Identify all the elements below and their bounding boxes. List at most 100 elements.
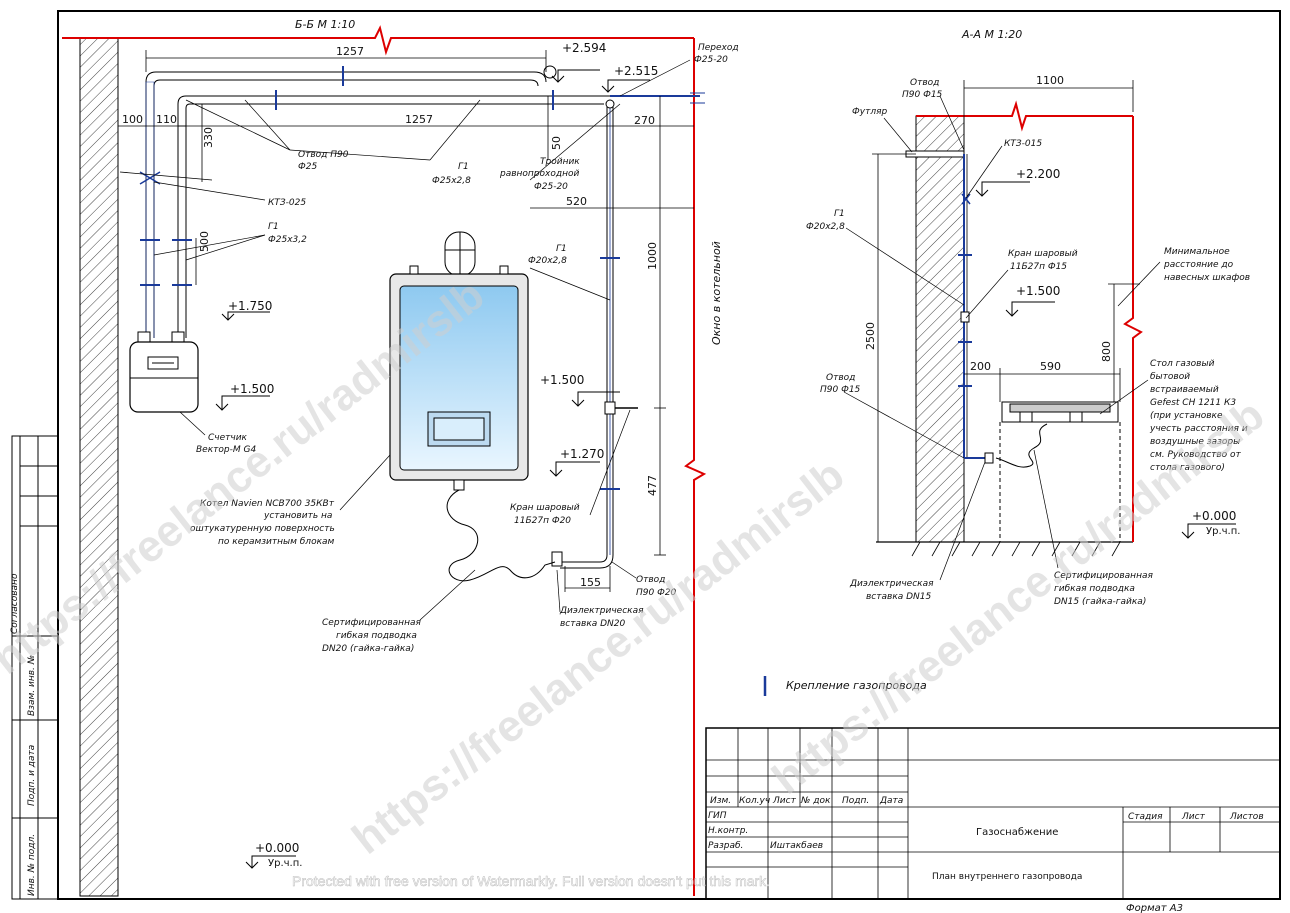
stamp-inv-orig: Инв. № подл. (27, 834, 37, 896)
label-meter: Счетчик (208, 433, 248, 443)
label-g1-20: Г1 (556, 244, 567, 254)
level-marks (215, 69, 650, 869)
section-title-bb: Б-Б М 1:10 (295, 18, 355, 31)
section-title-aa: А-А М 1:20 (961, 28, 1022, 41)
label-stove-l6: учесть расстояния и (1149, 424, 1248, 434)
dim-520: 520 (566, 195, 587, 208)
level-aa-2200: +2.200 (1016, 167, 1060, 181)
tb-row-razrab: Разраб. (708, 841, 743, 851)
label-stove-l7: воздушные зазоры (1150, 437, 1240, 447)
label-aa-g1: Г1 (834, 209, 845, 219)
label-ball-valve-model: 11Б27п Ф20 (514, 516, 571, 526)
label-aa-otvod-bottom: Отвод (826, 373, 855, 383)
label-futlyar: Футляр (852, 107, 887, 117)
label-minimal-l2: расстояние до (1163, 260, 1234, 270)
label-ball-valve: Кран шаровый (510, 503, 580, 513)
dim-110: 110 (156, 113, 177, 126)
elbow-top (543, 65, 557, 79)
pipe-upper-outer (145, 71, 547, 338)
label-stove-l3: встраиваемый (1150, 385, 1219, 395)
title-block: Изм. Кол.уч Лист № док Подп. Дата ГИП Н.… (705, 727, 1281, 913)
label-boiler-l4: по керамзитным блокам (218, 537, 335, 547)
label-stove-l9: стола газового) (1150, 463, 1225, 473)
dim-477: 477 (646, 475, 659, 496)
stamp-sign-date: Подп. и дата (27, 745, 37, 806)
dim-270: 270 (634, 114, 655, 127)
label-minimal: Минимальное (1164, 247, 1230, 257)
tb-sheet: Лист (1181, 812, 1206, 822)
section-aa: А-А М 1:20 (806, 28, 1250, 607)
level-1500-meter: +1.500 (230, 382, 274, 396)
side-stamp: Согласовано Взам. инв. № Подп. и дата Ин… (10, 435, 59, 900)
flex-hose-dn15 (995, 423, 1048, 468)
dim-100: 100 (122, 113, 143, 126)
label-aa-flex: Сертифицированная (1054, 571, 1153, 581)
thermo-valve-kt3-015 (961, 193, 971, 205)
label-flex-l2: гибкая подводка (336, 631, 417, 641)
stamp-agreed: Согласовано (10, 573, 20, 634)
level-1500-valve: +1.500 (540, 373, 584, 387)
flex-hose-dn20 (446, 489, 556, 582)
label-kt3-015: КТЗ-015 (1004, 139, 1042, 149)
wall-section (915, 115, 965, 543)
label-minimal-l3: навесных шкафов (1164, 273, 1250, 283)
pipe-supports-aa (958, 254, 972, 387)
level-2515: +2.515 (614, 64, 658, 78)
tb-sheets: Листов (1229, 812, 1264, 822)
tb-stage: Стадия (1128, 812, 1163, 822)
tb-row-nkontr: Н.контр. (708, 826, 748, 836)
label-troynik: Тройник (540, 157, 580, 167)
level-aa-0000: +0.000 (1192, 509, 1236, 523)
cut-line-right (684, 38, 707, 896)
boiler-navien (389, 231, 529, 491)
label-window: Окно в котельной (710, 241, 723, 345)
tb-header-izm: Изм. (710, 796, 731, 806)
tb-header-koluch: Кол.уч (739, 796, 770, 806)
gas-stove-gefest (999, 401, 1121, 542)
label-troynik-type: равнопроходной (499, 169, 579, 179)
label-otvod-25-size: Ф25 (298, 162, 317, 172)
legend: Крепление газопровода (763, 676, 927, 696)
cut-line-aa-top (916, 100, 1133, 132)
cut-line-top (62, 25, 694, 56)
label-otvod-20-size: П90 Ф20 (636, 588, 677, 598)
tb-project: Газоснабжение (976, 827, 1058, 838)
label-g1-20-size: Ф20х2,8 (528, 256, 567, 266)
tb-sheet-title: План внутреннего газопровода (932, 872, 1082, 882)
label-stove-l2: бытовой (1150, 372, 1190, 382)
label-stove-l8: см. Руководство от (1150, 450, 1242, 460)
level-1750: +1.750 (228, 299, 272, 313)
leader-lines-aa (843, 95, 1161, 581)
dim-50: 50 (550, 136, 563, 150)
watermark-notice: Protected with free version of Watermark… (292, 873, 770, 889)
level-floor: Ур.ч.п. (268, 858, 302, 869)
dim-1257-top: 1257 (336, 45, 364, 58)
dimension-lines (118, 50, 694, 592)
level-2594: +2.594 (562, 41, 606, 55)
label-flex-l3: DN20 (гайка-гайка) (322, 644, 414, 654)
label-aa-otvod-top: Отвод (910, 78, 939, 88)
watermark-url-3: https://freelance.ru/radmirslb (763, 390, 1273, 803)
dim-800: 800 (1100, 341, 1113, 362)
label-boiler-l2: установить на (263, 511, 332, 521)
dim-200: 200 (970, 360, 991, 373)
label-dielectric: Диэлектрическая (559, 606, 644, 616)
dim-1257-mid: 1257 (405, 113, 433, 126)
label-stove-l1: Стол газовый (1150, 359, 1215, 369)
pipe-lower-outer (177, 95, 700, 338)
label-aa-g1-size: Ф20х2,8 (806, 222, 845, 232)
label-aa-otvod-top-size: П90 Ф15 (902, 90, 943, 100)
tb-header-list: Лист (772, 796, 797, 806)
label-troynik-size: Ф25-20 (534, 182, 568, 192)
label-aa-dielectric-size: вставка DN15 (866, 592, 932, 602)
tb-header-ndok: № док (800, 796, 831, 806)
tb-header-podp: Подп. (842, 796, 869, 806)
label-perekhod: Переход (698, 43, 739, 53)
legend-label: Крепление газопровода (786, 679, 927, 692)
label-stove-l5: (при установке (1150, 411, 1223, 421)
dim-330: 330 (202, 127, 215, 148)
plan-bb: Б-Б М 1:10 (62, 18, 739, 897)
label-aa-valve-model: 11Б27п Ф15 (1010, 262, 1067, 272)
label-kt3-025: КТЗ-025 (268, 198, 306, 208)
ball-valve-dn15 (960, 311, 970, 323)
